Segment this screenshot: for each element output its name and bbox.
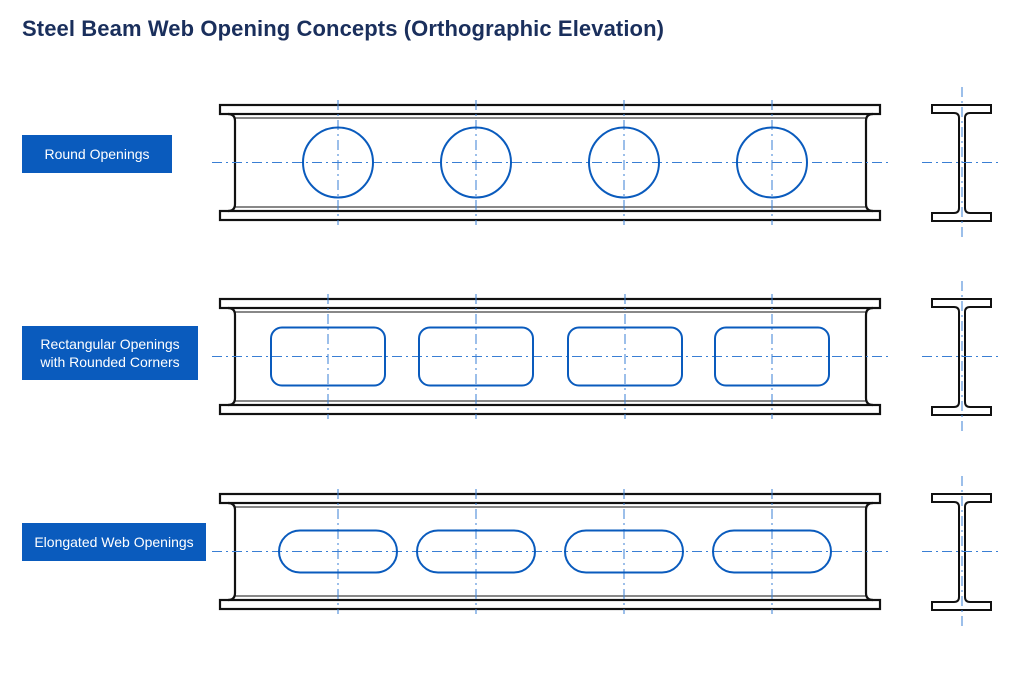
rectangular-opening [270, 326, 386, 387]
rectangular-opening [418, 326, 534, 387]
rectangular-opening [567, 326, 683, 387]
bottom-flange [218, 598, 882, 611]
label-elongated-openings: Elongated Web Openings [22, 523, 206, 561]
elongated-opening [712, 529, 832, 574]
rectangular-opening [714, 326, 830, 387]
label-elongated-openings-text: Elongated Web Openings [34, 534, 194, 550]
elongated-opening [416, 529, 536, 574]
top-flange [218, 103, 882, 116]
round-opening [588, 126, 660, 199]
top-flange [218, 492, 882, 505]
label-round-openings-text: Round Openings [44, 146, 150, 162]
beam-cross-section [931, 493, 992, 611]
elongated-opening [564, 529, 684, 574]
page-title: Steel Beam Web Opening Concepts (Orthogr… [22, 16, 665, 41]
label-rectangular-openings-text: Rectangular Openings with Rounded Corner… [40, 336, 180, 370]
bottom-flange [218, 209, 882, 222]
label-round-openings: Round Openings [22, 135, 172, 173]
top-flange [218, 297, 882, 310]
beam-cross-section [931, 298, 992, 416]
beam-cross-section [931, 104, 992, 222]
label-rectangular-openings: Rectangular Openings with Rounded Corner… [22, 326, 198, 380]
bottom-flange [218, 403, 882, 416]
elongated-opening [278, 529, 398, 574]
round-opening [302, 126, 374, 199]
round-opening [736, 126, 808, 199]
round-opening [440, 126, 512, 199]
